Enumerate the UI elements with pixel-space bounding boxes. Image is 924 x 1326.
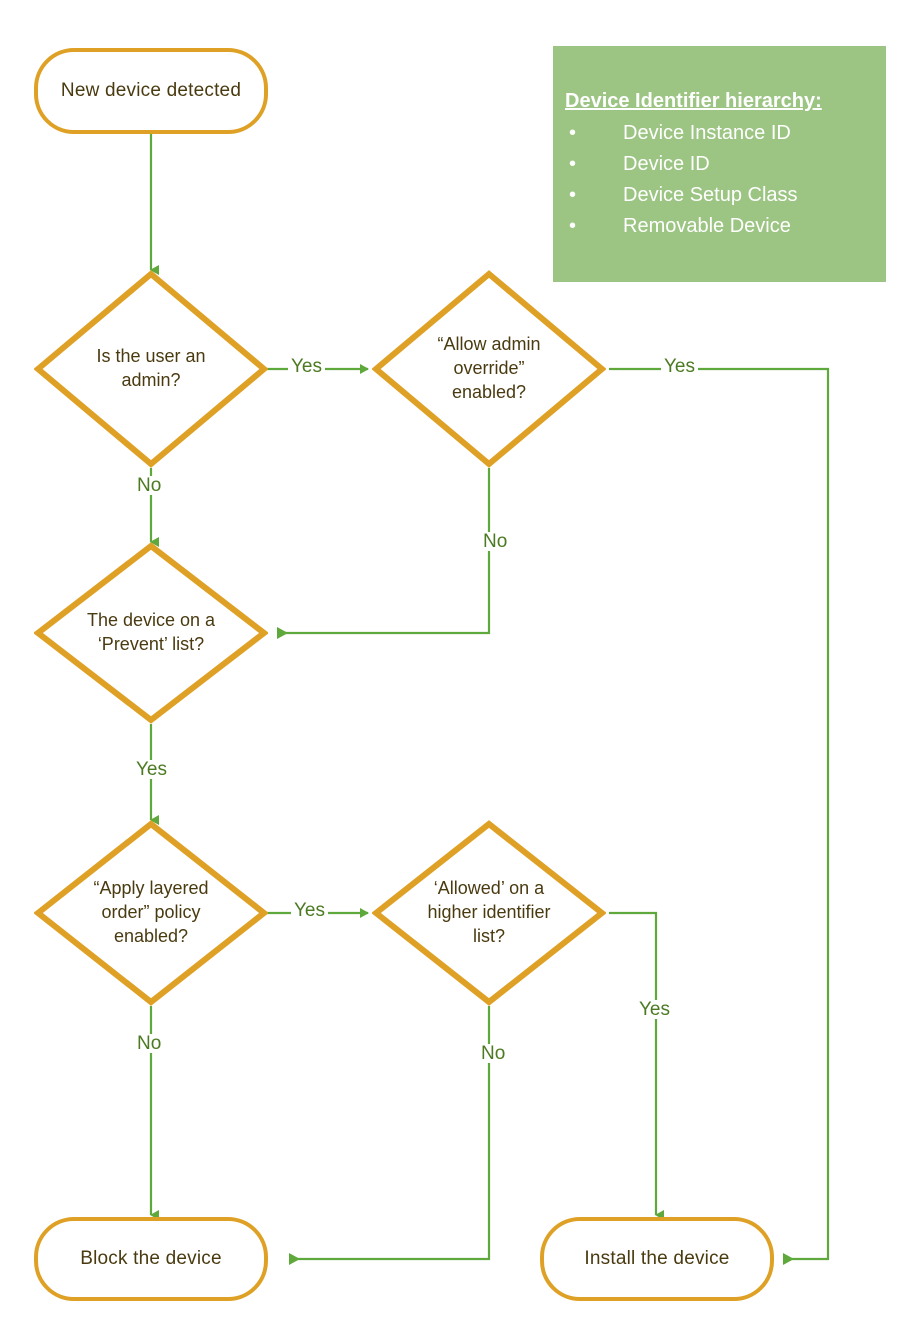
edge-label-isadmin-no: No [134, 476, 165, 495]
legend-list: • Device Instance ID • Device ID • Devic… [565, 118, 870, 242]
edge-label-allowed-no: No [478, 1044, 509, 1063]
edge-label-layered-yes: Yes [291, 901, 328, 920]
node-install[interactable]: Install the device [540, 1217, 774, 1301]
diamond-shape [34, 542, 268, 724]
legend-item: • Device Instance ID [565, 118, 870, 149]
node-is-admin[interactable]: Is the user an admin? [34, 270, 268, 468]
node-block[interactable]: Block the device [34, 1217, 268, 1301]
bullet-icon: • [569, 215, 577, 237]
node-install-label: Install the device [584, 1248, 730, 1269]
diamond-shape [372, 820, 606, 1006]
bullet-icon: • [569, 153, 577, 175]
node-layered-order[interactable]: “Apply layered order” policy enabled? [34, 820, 268, 1006]
edge-override-no-to-prevent [277, 468, 491, 639]
bullet-icon: • [569, 122, 577, 144]
diamond-shape [372, 270, 606, 468]
legend-item-label: Device Setup Class [623, 184, 798, 206]
edge-label-override-yes: Yes [661, 357, 698, 376]
bullet-icon: • [569, 184, 577, 206]
legend-item: • Device ID [565, 149, 870, 180]
edge-label-prevent-yes: Yes [133, 760, 170, 779]
node-start[interactable]: New device detected [34, 48, 268, 134]
node-start-label: New device detected [60, 80, 242, 101]
diamond-shape [34, 270, 268, 468]
legend-item: • Device Setup Class [565, 180, 870, 211]
node-block-label: Block the device [80, 1248, 222, 1269]
node-admin-override[interactable]: “Allow admin override” enabled? [372, 270, 606, 468]
legend-item-label: Removable Device [623, 215, 791, 237]
legend-item: • Removable Device [565, 211, 870, 242]
edge-allowed-no-to-block [289, 1006, 491, 1265]
legend-title: Device Identifier hierarchy: [565, 90, 822, 112]
edge-override-yes-to-install [609, 367, 830, 1265]
edge-label-override-no: No [480, 532, 511, 551]
edge-label-isadmin-yes: Yes [288, 357, 325, 376]
edge-allowed-yes-to-install [609, 911, 664, 1220]
edge-label-allowed-yes: Yes [636, 1000, 673, 1019]
legend-item-label: Device Instance ID [623, 122, 791, 144]
diamond-shape [34, 820, 268, 1006]
edge-label-layered-no: No [134, 1034, 165, 1053]
legend-panel: Device Identifier hierarchy: • Device In… [553, 46, 886, 282]
legend-item-label: Device ID [623, 153, 710, 175]
node-prevent-list[interactable]: The device on a ‘Prevent’ list? [34, 542, 268, 724]
node-allowed-higher[interactable]: ‘Allowed’ on a higher identifier list? [372, 820, 606, 1006]
